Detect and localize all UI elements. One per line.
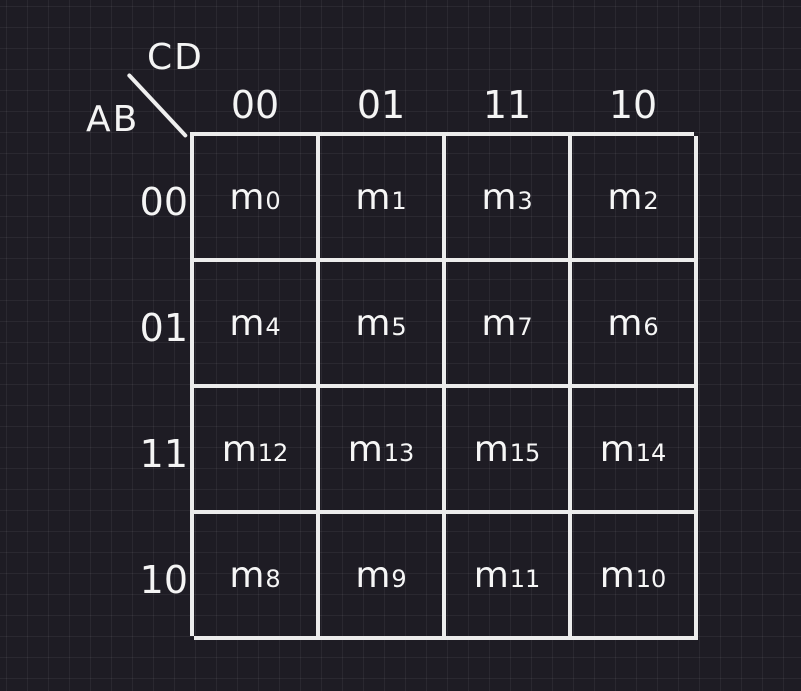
- minterm-label: m15: [473, 428, 541, 470]
- kmap-cell: m14: [572, 388, 698, 514]
- column-header-2: 11: [482, 83, 532, 127]
- kmap-cell: m9: [320, 514, 446, 640]
- kmap-cell: m7: [446, 262, 572, 388]
- kmap-cell: m6: [572, 262, 698, 388]
- kmap-cell: m10: [572, 514, 698, 640]
- minterm-label: m1: [355, 176, 407, 218]
- minterm-label: m9: [355, 554, 407, 596]
- row-header-3: 10: [139, 558, 188, 602]
- column-variables-label: CD: [147, 37, 204, 78]
- kmap-cell: m5: [320, 262, 446, 388]
- minterm-label: m11: [473, 554, 541, 596]
- minterm-label: m8: [229, 554, 281, 596]
- minterm-label: m5: [355, 302, 407, 344]
- kmap-cell: m12: [194, 388, 320, 514]
- karnaugh-map-grid: m0 m1 m3 m2 m4 m5 m7 m6 m12 m13 m15 m14 …: [190, 132, 698, 640]
- column-header-0: 00: [230, 83, 280, 127]
- minterm-label: m10: [599, 554, 667, 596]
- kmap-cell: m1: [320, 136, 446, 262]
- minterm-label: m2: [607, 176, 659, 218]
- minterm-label: m3: [481, 176, 533, 218]
- kmap-cell: m13: [320, 388, 446, 514]
- row-header-0: 00: [139, 180, 188, 224]
- minterm-label: m4: [229, 302, 281, 344]
- minterm-label: m13: [347, 428, 415, 470]
- row-header-2: 11: [139, 432, 188, 476]
- column-header-1: 01: [356, 83, 406, 127]
- minterm-label: m12: [221, 428, 289, 470]
- minterm-label: m7: [481, 302, 533, 344]
- kmap-cell: m4: [194, 262, 320, 388]
- kmap-cell: m0: [194, 136, 320, 262]
- row-variables-label: AB: [86, 99, 140, 140]
- kmap-cell: m3: [446, 136, 572, 262]
- row-header-1: 01: [139, 306, 188, 350]
- kmap-cell: m11: [446, 514, 572, 640]
- minterm-label: m14: [599, 428, 667, 470]
- minterm-label: m0: [229, 176, 281, 218]
- kmap-cell: m8: [194, 514, 320, 640]
- minterm-label: m6: [607, 302, 659, 344]
- kmap-cell: m15: [446, 388, 572, 514]
- column-header-3: 10: [608, 83, 658, 127]
- kmap-cell: m2: [572, 136, 698, 262]
